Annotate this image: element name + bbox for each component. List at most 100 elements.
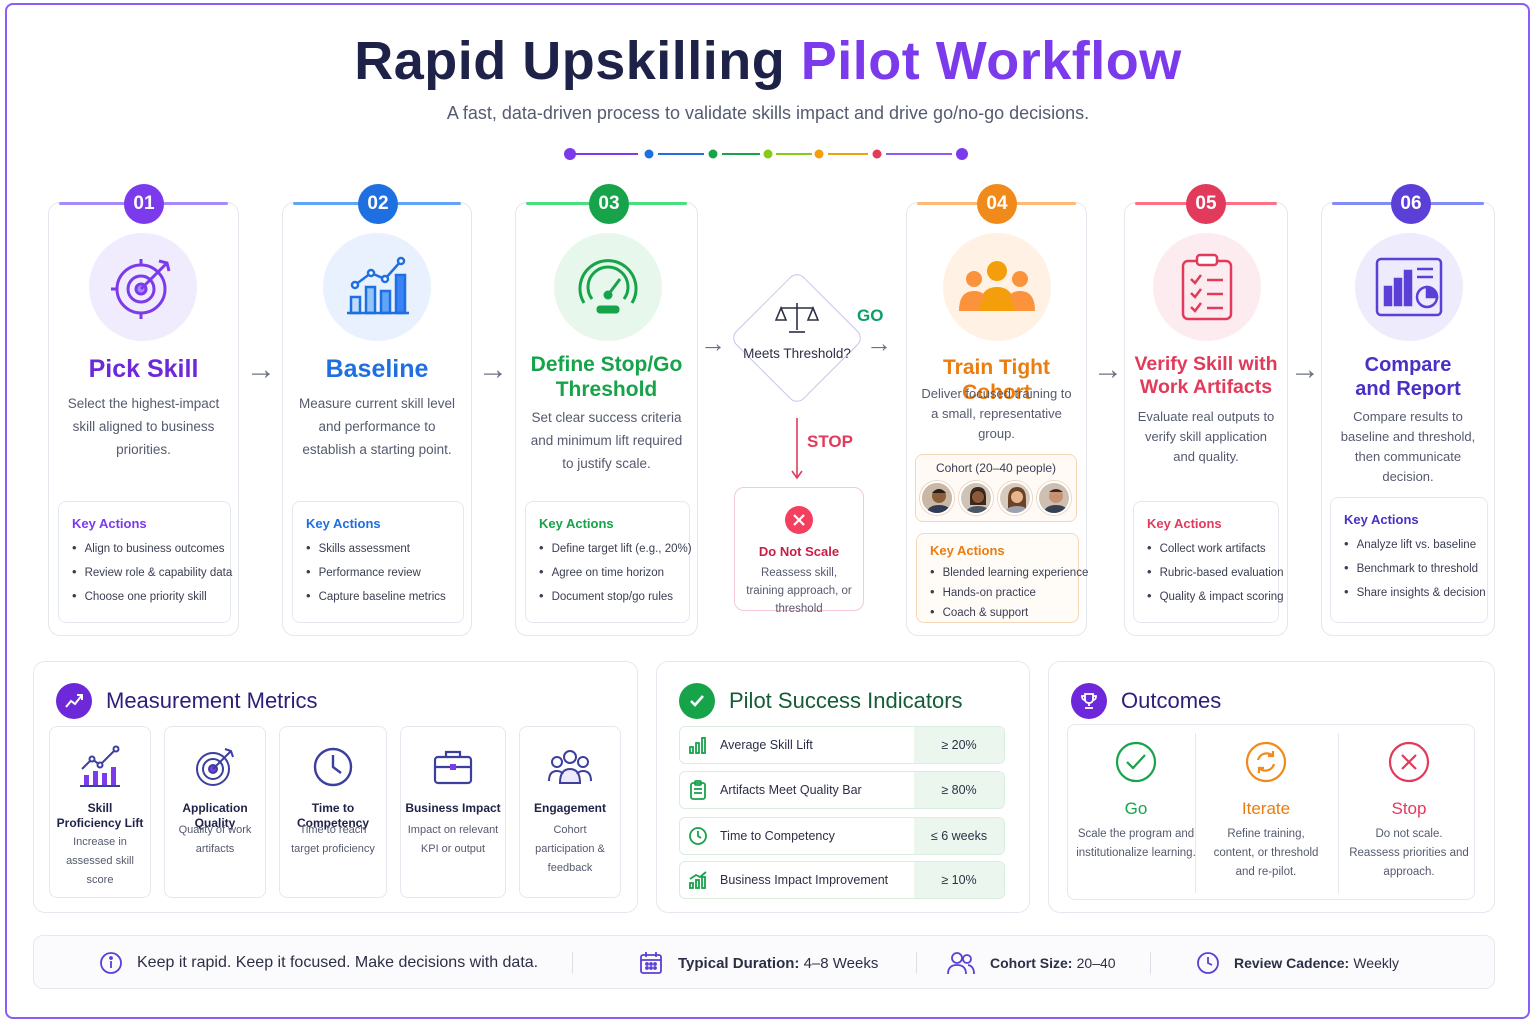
- trophy-icon: [1071, 683, 1107, 719]
- key-actions-box: Key Actions Collect work artifacts Rubri…: [1133, 501, 1284, 623]
- indicator-row: Time to Competency ≤ 6 weeks: [679, 817, 1005, 855]
- stop-arrow: [791, 418, 803, 480]
- key-actions-list: Align to business outcomes Review role &…: [72, 540, 233, 612]
- progress-dots: [564, 148, 968, 160]
- key-actions-box: Key Actions Align to business outcomes R…: [58, 501, 233, 623]
- key-actions-list: Collect work artifacts Rubric-based eval…: [1147, 540, 1284, 612]
- step-badge: 02: [358, 184, 398, 224]
- step-desc: Set clear success criteria and minimum l…: [530, 410, 683, 471]
- step-desc: Evaluate real outputs to verify skill ap…: [1137, 409, 1275, 464]
- bar-chart-icon-circle: [323, 233, 431, 341]
- go-label: GO: [857, 306, 884, 325]
- step-card-compare-report: Compare and Report Compare results to ba…: [1321, 202, 1495, 636]
- outcome-iterate: Iterate Refine training, content, or thr…: [1198, 725, 1334, 901]
- footer-bar: Keep it rapid. Keep it focused. Make dec…: [33, 935, 1495, 989]
- step-card-train-cohort: Train Tight Cohort Deliver focused train…: [906, 202, 1088, 636]
- metric-card: Application Quality Quality of work arti…: [164, 726, 266, 898]
- pilot-success-indicators-panel: Pilot Success Indicators Average Skill L…: [656, 661, 1030, 913]
- cohort-box: Cohort (20–40 people): [915, 454, 1077, 522]
- stop-title: Do Not Scale: [758, 544, 840, 559]
- decision-question: Meets Threshold?: [743, 346, 851, 361]
- action-item: Define target lift (e.g., 20%): [539, 540, 692, 564]
- page-subtitle: A fast, data-driven process to validate …: [446, 103, 1090, 123]
- footer-duration: Typical Duration: 4–8 Weeks: [638, 936, 878, 990]
- step-title: Compare and Report: [1355, 354, 1461, 400]
- clipboard-icon: [690, 780, 706, 800]
- action-item: Rubric-based evaluation: [1147, 564, 1284, 588]
- report-icon: [1375, 257, 1443, 317]
- action-item: Review role & capability data: [72, 564, 233, 588]
- key-actions-box: Key Actions Skills assessment Performanc…: [292, 501, 464, 623]
- check-circle-icon: [1115, 741, 1157, 783]
- action-item: Benchmark to threshold: [1344, 560, 1486, 584]
- scale-icon: [775, 303, 819, 333]
- clock-icon: [313, 747, 353, 787]
- indicator-row: Average Skill Lift ≥ 20%: [679, 726, 1005, 764]
- key-actions-list: Define target lift (e.g., 20%) Agree on …: [539, 540, 692, 612]
- step-title: Baseline: [325, 355, 429, 383]
- key-actions-box: Key Actions Blended learning experience …: [916, 533, 1088, 623]
- checklist-icon: [1181, 253, 1233, 321]
- action-item: Blended learning experience: [930, 564, 1089, 584]
- flow-arrow: →: [246, 353, 276, 386]
- action-item: Align to business outcomes: [72, 540, 232, 564]
- action-item: Share insights & decision: [1344, 584, 1486, 608]
- action-item: Capture baseline metrics: [306, 588, 446, 612]
- step-card-threshold: Define Stop/Go Threshold Set clear succe…: [515, 202, 698, 636]
- action-item: Performance review: [306, 564, 446, 588]
- checklist-icon-circle: [1153, 233, 1261, 341]
- indicator-value: ≥ 80%: [914, 772, 1004, 808]
- action-item: Collect work artifacts: [1147, 540, 1284, 564]
- key-actions-list: Blended learning experience Hands-on pra…: [930, 564, 1089, 624]
- step-title: Pick Skill: [88, 355, 199, 383]
- avatar: [1037, 481, 1071, 515]
- step-card-pick-skill: Pick Skill Select the highest-impact ski…: [48, 202, 239, 636]
- step-card-baseline: Baseline Measure current skill level and…: [282, 202, 472, 636]
- page-title: Rapid Upskilling Pilot Workflow: [354, 31, 1182, 91]
- measurement-metrics-panel: Measurement Metrics Skill Proficiency Li…: [33, 661, 638, 913]
- trend-icon: [56, 683, 92, 719]
- action-item: Hands-on practice: [930, 584, 1088, 604]
- footer-cohort-size: Cohort Size: 20–40: [946, 936, 1116, 990]
- bar-chart-icon: [347, 256, 409, 315]
- avatar: [959, 481, 993, 515]
- action-item: Choose one priority skill: [72, 588, 232, 612]
- avatar: [920, 481, 954, 515]
- indicator-value: ≥ 10%: [914, 862, 1004, 898]
- indicator-value: ≥ 20%: [914, 727, 1004, 763]
- check-icon: [679, 683, 715, 719]
- panel-title: Pilot Success Indicators: [729, 688, 963, 713]
- action-item: Skills assessment: [306, 540, 446, 564]
- report-icon-circle: [1355, 233, 1463, 341]
- step-badge: 04: [977, 184, 1017, 224]
- key-actions-list: Skills assessment Performance review Cap…: [306, 540, 446, 612]
- step-desc: Measure current skill level and performa…: [298, 396, 456, 457]
- step-badge: 01: [124, 184, 164, 224]
- step-desc: Compare results to baseline and threshol…: [1340, 409, 1476, 484]
- calendar-icon: [640, 952, 662, 974]
- target-icon: [111, 259, 171, 319]
- indicator-value: ≤ 6 weeks: [914, 818, 1004, 854]
- key-actions-box: Key Actions Define target lift (e.g., 20…: [525, 501, 692, 623]
- avatar: [998, 481, 1032, 515]
- refresh-icon: [1245, 741, 1287, 783]
- step-badge: 05: [1186, 184, 1226, 224]
- step-card-verify-skill: Verify Skill with Work Artifacts Evaluat…: [1124, 202, 1288, 636]
- step-desc: Deliver focused training to a small, rep…: [921, 386, 1072, 441]
- panel-title: Measurement Metrics: [106, 688, 318, 713]
- flow-arrow: →: [478, 353, 508, 386]
- go-arrow: →: [866, 328, 892, 358]
- trend-chart-icon: [80, 745, 120, 787]
- footer-review-cadence: Review Cadence: Weekly: [1196, 936, 1399, 990]
- step-badge: 06: [1391, 184, 1431, 224]
- metric-card: Engagement Cohort participation & feedba…: [519, 726, 621, 898]
- target-icon-circle: [89, 233, 197, 341]
- action-item: Document stop/go rules: [539, 588, 692, 612]
- step-title: Define Stop/Go Threshold: [530, 353, 683, 401]
- flow-arrow: →: [1093, 353, 1123, 386]
- key-actions-box: Key Actions Analyze lift vs. baseline Be…: [1330, 497, 1488, 623]
- key-actions-list: Analyze lift vs. baseline Benchmark to t…: [1344, 536, 1486, 608]
- footer-tagline: Keep it rapid. Keep it focused. Make dec…: [99, 936, 538, 990]
- briefcase-icon: [433, 750, 473, 785]
- close-icon: [785, 506, 813, 534]
